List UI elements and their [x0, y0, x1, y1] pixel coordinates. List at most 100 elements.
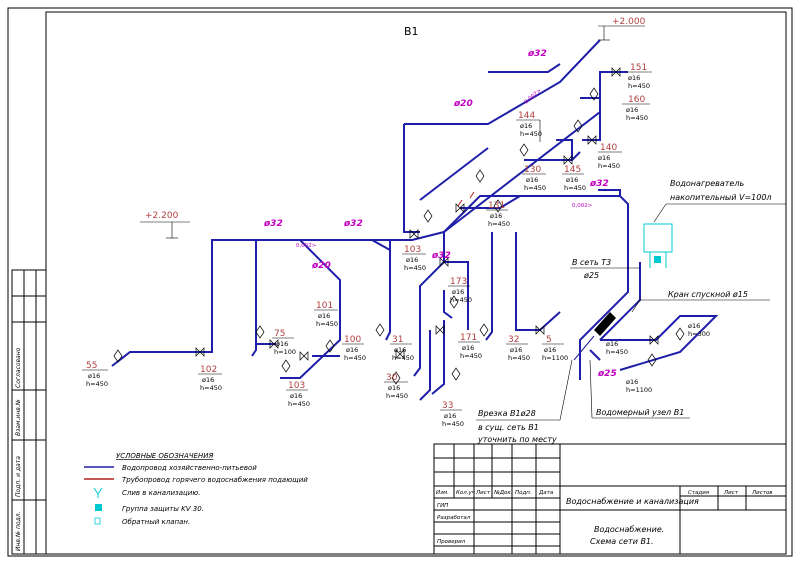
svg-text:ø16: ø16	[490, 212, 502, 220]
svg-text:Водоснабжение и канализация: Водоснабжение и канализация	[566, 497, 699, 506]
svg-text:h=450: h=450	[316, 320, 338, 328]
svg-text:h=450: h=450	[442, 420, 464, 428]
svg-text:УСЛОВНЫЕ ОБОЗНАЧЕНИЯ: УСЛОВНЫЕ ОБОЗНАЧЕНИЯ	[116, 452, 213, 460]
svg-text:Подп.: Подп.	[515, 490, 532, 496]
scheme-title: В1	[404, 25, 419, 38]
svg-text:+2.000: +2.000	[612, 17, 646, 27]
svg-text:ø16: ø16	[290, 392, 302, 400]
water-heater-symbol	[643, 223, 673, 268]
svg-text:h=450: h=450	[488, 220, 510, 228]
svg-text:уточнить по месту: уточнить по месту	[477, 435, 557, 444]
svg-text:Разработал: Разработал	[437, 515, 471, 521]
slope-3: 0,002>	[523, 88, 543, 106]
svg-text:100: 100	[344, 335, 361, 345]
svg-text:№Док.: №Док.	[493, 490, 513, 496]
svg-text:31: 31	[392, 335, 403, 345]
svg-text:144: 144	[518, 111, 535, 121]
svg-text:h=450: h=450	[392, 354, 414, 362]
svg-text:h=450: h=450	[86, 380, 108, 388]
fixture-symbols	[113, 87, 685, 385]
svg-text:h=450: h=450	[404, 264, 426, 272]
svg-text:h=450: h=450	[564, 184, 586, 192]
svg-text:Листов: Листов	[751, 490, 773, 496]
inner-frame	[45, 11, 787, 555]
svg-text:ø16: ø16	[202, 376, 214, 384]
svg-text:Лист: Лист	[723, 490, 739, 496]
svg-text:Водомерный узел В1: Водомерный узел В1	[596, 408, 684, 417]
svg-text:В сеть Т3: В сеть Т3	[572, 258, 611, 267]
svg-text:ГИП: ГИП	[437, 503, 448, 509]
svg-text:h=450: h=450	[606, 348, 628, 356]
svg-text:ø16: ø16	[462, 344, 474, 352]
svg-text:ø16: ø16	[520, 122, 532, 130]
slope-2: 0,002>	[572, 203, 593, 209]
svg-text:30: 30	[386, 373, 398, 383]
svg-text:h=450: h=450	[460, 352, 482, 360]
svg-text:ø16: ø16	[444, 412, 456, 420]
legend: УСЛОВНЫЕ ОБОЗНАЧЕНИЯ Водопровод хозяйств…	[84, 452, 308, 526]
side-stamp: Согласовано Взам.инв.№ Подп. и дата Инв.…	[11, 269, 47, 555]
svg-text:+2.200: +2.200	[145, 211, 179, 221]
svg-text:h=450: h=450	[386, 392, 408, 400]
svg-text:Слив в канализацию.: Слив в канализацию.	[122, 489, 200, 497]
svg-text:Дата: Дата	[538, 490, 554, 496]
svg-text:Кол.уч: Кол.уч	[456, 490, 476, 496]
svg-text:Стадия: Стадия	[688, 490, 710, 496]
side-stamp-inventory: Инв.№ подл.	[15, 511, 22, 551]
svg-text:75: 75	[274, 329, 285, 339]
svg-text:ø16: ø16	[598, 154, 610, 162]
net-t3-annotation: В сеть Т3 ø25	[570, 258, 640, 280]
svg-text:h=450: h=450	[450, 296, 472, 304]
meter-annotation: Водомерный узел В1	[589, 359, 690, 419]
node-labels: 151 ø16 h=450 160 ø16 h=450 144 ø16 h=45…	[82, 63, 710, 428]
svg-text:ø16: ø16	[626, 106, 638, 114]
outer-frame	[7, 7, 793, 557]
svg-text:Водонагреватель: Водонагреватель	[670, 179, 744, 188]
elevation-left: +2.200	[140, 211, 190, 239]
water-meter-symbol	[573, 312, 616, 361]
dia-25: ø25	[597, 369, 617, 379]
svg-text:32: 32	[508, 335, 519, 345]
svg-text:160: 160	[628, 95, 645, 105]
tap-annotation: Врезка В1ø28 в сущ. сеть В1 уточнить по …	[476, 359, 573, 444]
svg-text:ø16: ø16	[452, 288, 464, 296]
svg-text:h=1100: h=1100	[542, 354, 568, 362]
dia-20-upper: ø20	[453, 99, 473, 109]
svg-text:ø16: ø16	[688, 322, 700, 330]
svg-text:ø16: ø16	[544, 346, 556, 354]
svg-text:102: 102	[200, 365, 217, 375]
svg-text:173: 173	[450, 277, 467, 287]
svg-text:55: 55	[86, 361, 97, 371]
svg-text:ø16: ø16	[394, 346, 406, 354]
svg-text:Группа защиты KV 30.: Группа защиты KV 30.	[122, 505, 204, 513]
svg-text:ø16: ø16	[346, 346, 358, 354]
svg-text:Схема сети В1.: Схема сети В1.	[590, 537, 654, 546]
valve-symbols	[195, 67, 659, 361]
svg-text:h=450: h=450	[520, 130, 542, 138]
svg-text:h=450: h=450	[200, 384, 222, 392]
side-stamp-agreed: Согласовано	[15, 347, 22, 388]
svg-text:h=450: h=450	[626, 114, 648, 122]
svg-text:Лист: Лист	[475, 490, 491, 496]
svg-text:Водопровод хозяйственно-питьев: Водопровод хозяйственно-питьевой	[122, 464, 257, 472]
svg-text:ø16: ø16	[626, 378, 638, 386]
side-stamp-replace: Взам.инв.№	[15, 399, 22, 436]
svg-text:103: 103	[288, 381, 305, 391]
svg-text:h=100: h=100	[274, 348, 296, 356]
svg-text:h=300: h=300	[688, 330, 710, 338]
svg-text:Изм.: Изм.	[436, 490, 449, 496]
svg-text:131: 131	[488, 201, 505, 211]
svg-text:h=450: h=450	[508, 354, 530, 362]
svg-text:ø16: ø16	[628, 74, 640, 82]
svg-text:в сущ. сеть В1: в сущ. сеть В1	[478, 423, 539, 432]
svg-text:33: 33	[442, 401, 453, 411]
heater-annotation: Водонагреватель накопительный V=100л	[653, 179, 786, 223]
svg-text:ø16: ø16	[388, 384, 400, 392]
svg-text:Обратный клапан.: Обратный клапан.	[122, 518, 190, 526]
dia-32-right: ø32	[589, 179, 609, 189]
svg-text:130: 130	[524, 165, 541, 175]
svg-text:140: 140	[600, 143, 617, 153]
svg-text:101: 101	[316, 301, 333, 311]
dia-32-lower: ø32	[431, 251, 451, 261]
